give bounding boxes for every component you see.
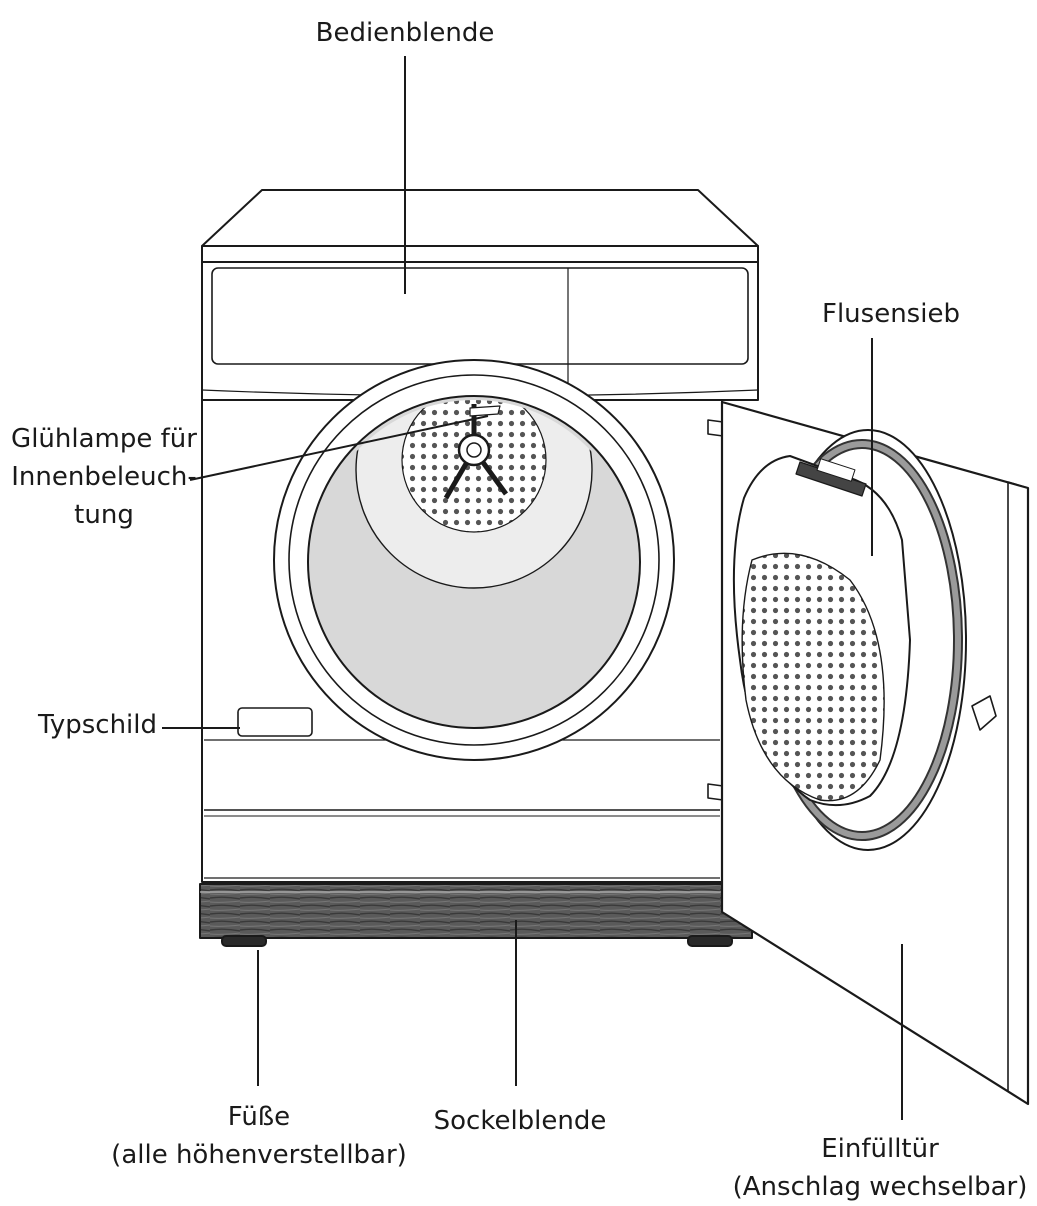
foot-left bbox=[221, 935, 267, 947]
label-typschild: Typschild bbox=[38, 710, 157, 740]
lint-filter bbox=[732, 455, 911, 807]
leader-gluehlampe bbox=[189, 415, 489, 481]
interior-lamp bbox=[469, 405, 501, 417]
type-plate bbox=[237, 707, 313, 737]
label-einfuelltuer: Einfülltür (Anschlag wechselbar) bbox=[732, 1134, 1028, 1202]
label-gluehlampe: Glühlampe für Innenbeleuch- tung bbox=[11, 424, 197, 530]
control-panel bbox=[201, 261, 759, 401]
drum-hub bbox=[443, 404, 509, 500]
label-bedienblende: Bedienblende bbox=[315, 18, 495, 48]
label-flusensieb: Flusensieb bbox=[822, 299, 960, 329]
foot-right bbox=[687, 935, 733, 947]
dryer-top-lid bbox=[201, 189, 759, 263]
drum-opening bbox=[273, 359, 675, 761]
door-latch bbox=[971, 695, 997, 731]
loading-door bbox=[720, 400, 1030, 1106]
label-fuesse: Füße (alle höhenverstellbar) bbox=[111, 1102, 407, 1170]
plinth bbox=[199, 883, 753, 939]
label-sockelblende: Sockelblende bbox=[433, 1106, 607, 1136]
